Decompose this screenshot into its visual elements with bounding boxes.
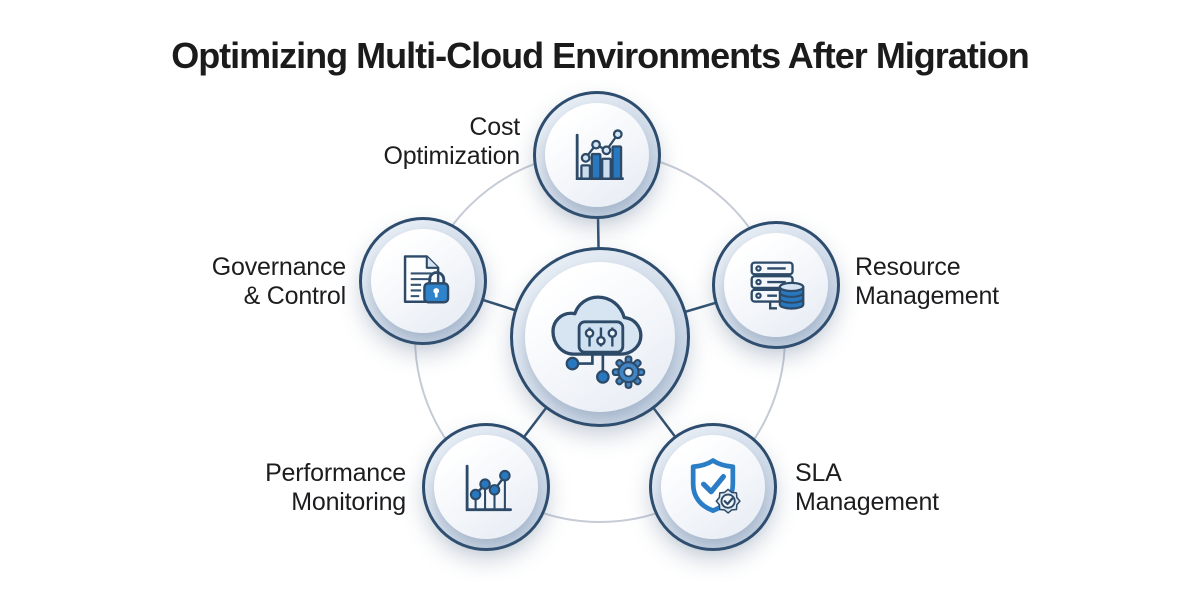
- node-inner-disc: [525, 262, 675, 412]
- node-inner-disc: [371, 229, 475, 333]
- line-chart-icon: [465, 464, 512, 512]
- node-multi-cloud-hub: [510, 247, 690, 427]
- shield-check-badge-icon: [690, 458, 741, 514]
- label-line: Management: [855, 282, 999, 310]
- label-line: & Control: [243, 282, 347, 310]
- label-sla-management: SLA Management: [795, 459, 939, 517]
- gear-icon: [611, 355, 646, 389]
- node-inner-disc: [434, 435, 538, 539]
- label-line: SLA: [795, 459, 842, 487]
- cloud-settings-icon: [551, 295, 646, 389]
- node-sla-management: [649, 423, 777, 551]
- label-line: Performance: [265, 459, 406, 487]
- label-line: Cost: [469, 113, 520, 141]
- page-title: Optimizing Multi-Cloud Environments Afte…: [171, 35, 1030, 76]
- certified-badge-icon: [715, 488, 741, 514]
- label-performance-monitoring: Performance Monitoring: [265, 459, 406, 517]
- label-resource-management: Resource Management: [855, 253, 999, 311]
- label-governance-control: Governance & Control: [212, 253, 346, 311]
- node-inner-disc: [724, 233, 828, 337]
- server-database-icon: [750, 261, 805, 310]
- node-inner-disc: [661, 435, 765, 539]
- label-cost-optimization: Cost Optimization: [383, 113, 520, 171]
- label-line: Resource: [855, 253, 961, 281]
- node-cost-optimization: [533, 91, 661, 219]
- node-resource-management: [712, 221, 840, 349]
- document-lock-icon: [403, 255, 450, 304]
- label-line: Monitoring: [291, 488, 406, 516]
- label-line: Optimization: [383, 142, 520, 170]
- node-performance-monitoring: [422, 423, 550, 551]
- node-governance-control: [359, 217, 487, 345]
- label-line: Management: [795, 488, 939, 516]
- bar-chart-trend-icon: [575, 129, 624, 181]
- label-line: Governance: [211, 253, 346, 281]
- node-inner-disc: [545, 103, 649, 207]
